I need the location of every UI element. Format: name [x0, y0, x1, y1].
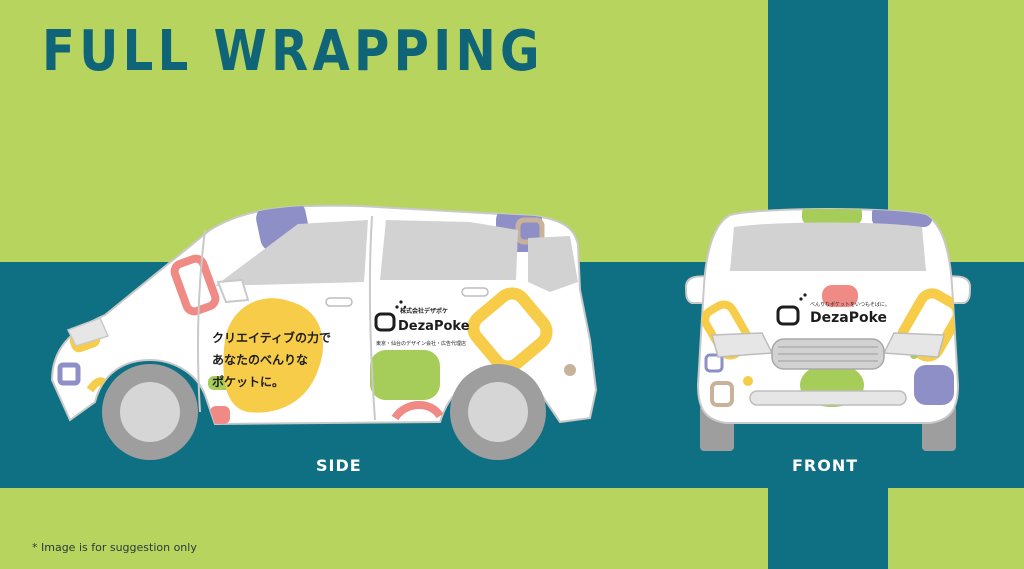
side-tagline-line-1: クリエイティブの力で	[212, 330, 331, 345]
side-mirror	[216, 278, 250, 304]
dezapoke-logo-mark	[374, 312, 396, 332]
side-rear-door-window	[380, 220, 518, 280]
side-headlight	[66, 317, 110, 347]
side-tagline-line-3: ポケットに。	[212, 374, 284, 389]
front-left-headlight	[711, 332, 774, 358]
side-tagline-blob	[223, 298, 323, 413]
side-company-name-jp: 株式会社デザポケ	[400, 307, 448, 315]
side-car-illustration: クリエイティブの力で あなたのべんりな ポケットに。 株式会社デザポケ Deza…	[50, 204, 598, 460]
side-logo-subtitle: 東京・仙台のデザイン会社・広告代理店	[376, 340, 466, 347]
side-rear-wheel	[450, 364, 546, 460]
front-car-illustration: べんりなポケットをいつもそばに。 DezaPoke	[684, 208, 972, 451]
front-right-headlight	[882, 332, 945, 358]
side-door-handle-rear	[461, 287, 489, 297]
side-dezapoke-logo: 株式会社デザポケ DezaPoke 東京・仙台のデザイン会社・広告代理店	[374, 300, 470, 347]
suggestion-footnote: * Image is for suggestion only	[32, 541, 197, 554]
front-windshield	[730, 222, 926, 271]
front-dezapoke-logo: べんりなポケットをいつもそばに。 DezaPoke	[776, 293, 890, 326]
front-view-label: FRONT	[792, 456, 859, 475]
dezapoke-logo-mark	[776, 305, 800, 326]
front-logo-text: DezaPoke	[810, 310, 887, 326]
side-rear-window	[528, 236, 578, 292]
side-tagline-line-2: あなたのべんりな	[212, 353, 308, 367]
side-front-wheel	[102, 364, 198, 460]
front-bumper-slot	[749, 390, 907, 406]
side-front-door-window	[215, 220, 368, 286]
page-title: FULL WRAPPING	[42, 19, 544, 84]
side-logo-text: DezaPoke	[398, 319, 470, 334]
front-slogan: べんりなポケットをいつもそばに。	[810, 301, 890, 308]
side-door-handle-front	[325, 297, 353, 307]
side-view-label: SIDE	[316, 456, 362, 475]
